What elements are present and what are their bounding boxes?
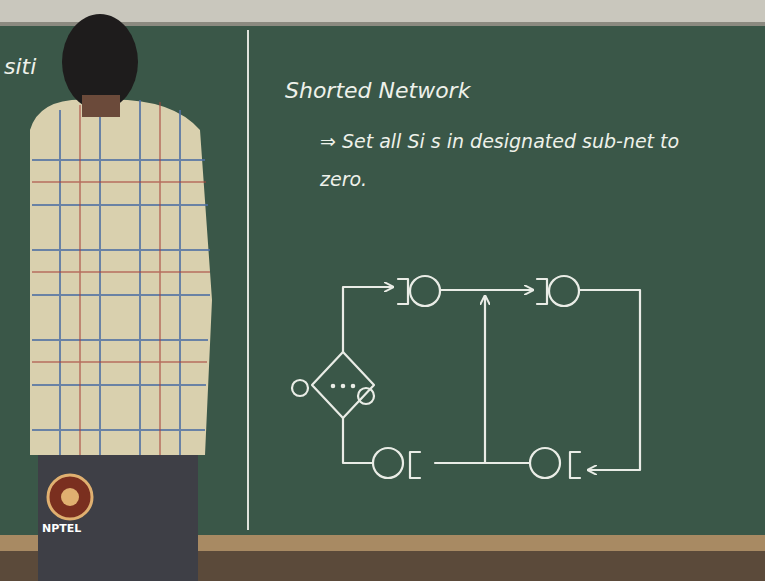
gate-circle xyxy=(373,448,403,478)
nptel-logo xyxy=(48,475,92,519)
gate-bracket xyxy=(398,279,408,304)
wire xyxy=(343,287,393,352)
plaid xyxy=(32,100,210,455)
wire xyxy=(579,290,640,470)
gate-circle xyxy=(549,276,579,306)
gate-bracket xyxy=(410,452,420,478)
wire xyxy=(435,462,530,464)
shorted-network-sketch xyxy=(292,276,640,478)
lecturer xyxy=(30,14,212,581)
logo-text: NPTEL xyxy=(42,522,81,535)
port-circle xyxy=(358,388,374,404)
subnet-diamond xyxy=(312,352,374,418)
dot xyxy=(342,385,344,387)
gate-circle xyxy=(530,448,560,478)
dot xyxy=(352,385,354,387)
board-heading: Shorted Network xyxy=(285,78,470,103)
board-statement: ⇒ Set all Si s in designated sub-net to … xyxy=(320,122,720,198)
neck xyxy=(82,95,120,117)
wire xyxy=(484,296,486,463)
dot xyxy=(332,385,334,387)
plaid xyxy=(32,102,210,455)
cut-off-word: siti xyxy=(4,54,36,79)
wire xyxy=(440,289,533,291)
trousers xyxy=(38,440,198,581)
gate-circle xyxy=(410,276,440,306)
shirt xyxy=(30,99,212,455)
port-circle xyxy=(292,380,308,396)
wire xyxy=(343,418,373,463)
gate-bracket xyxy=(570,452,580,478)
board-divider xyxy=(247,30,249,530)
nptel-logo-core xyxy=(61,488,79,506)
gate-bracket xyxy=(537,279,547,304)
